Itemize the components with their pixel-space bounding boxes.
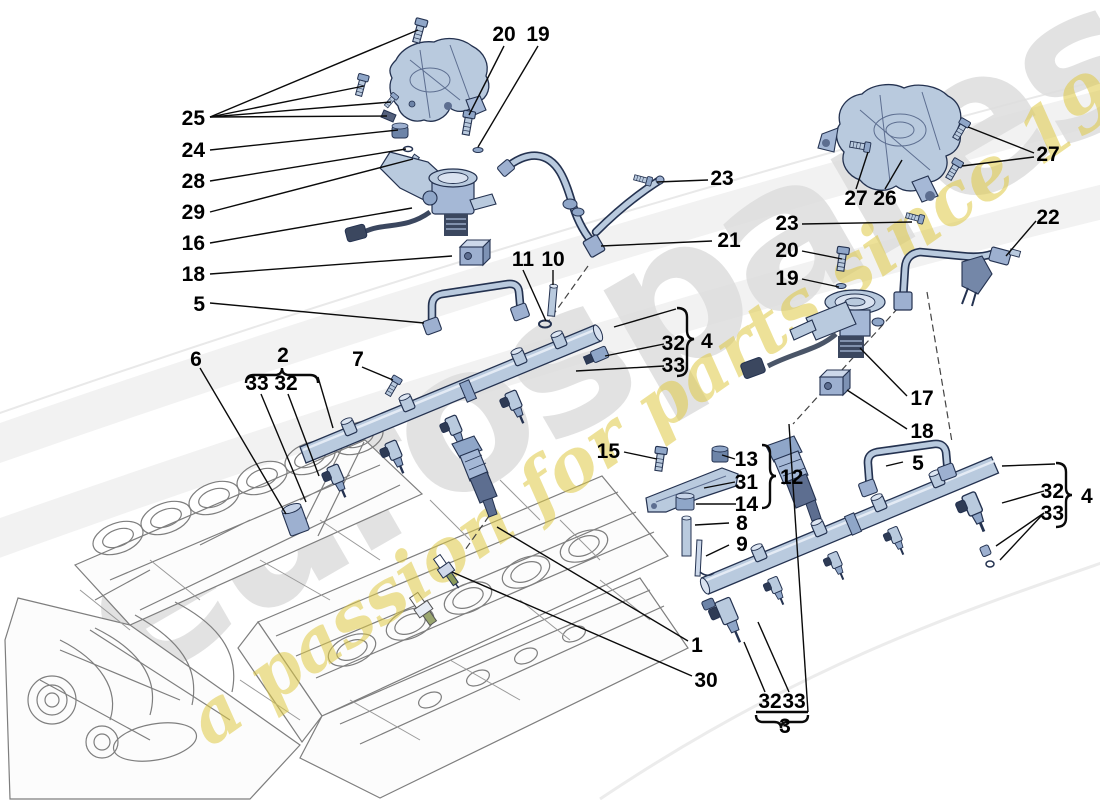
part-label-20-12: 20 xyxy=(492,23,515,46)
part-label-18-29: 18 xyxy=(910,420,934,443)
part-label-5-6: 5 xyxy=(193,293,205,316)
part-label-8-39: 8 xyxy=(736,512,748,535)
clip-25d-icon xyxy=(380,109,397,123)
installed-spark-plug xyxy=(408,591,438,627)
part-label-5-30: 5 xyxy=(912,452,924,475)
part-label-33-33: 33 xyxy=(1041,502,1064,525)
ignition-coil-left xyxy=(451,435,498,518)
washer-11 xyxy=(538,319,552,329)
part-label-9-40: 9 xyxy=(736,533,748,556)
part-label-6-7: 6 xyxy=(190,348,202,371)
part-label-12-38: 12 xyxy=(780,466,803,489)
part-label-16-4: 16 xyxy=(182,232,205,255)
injector-sleeve-6 xyxy=(281,502,310,537)
engine-block-illustration xyxy=(4,420,689,800)
part-label-18-5: 18 xyxy=(182,263,206,286)
part-label-32-25: 32 xyxy=(662,332,685,355)
part-label-15-34: 15 xyxy=(597,440,621,463)
part-label-30-42: 30 xyxy=(694,669,717,692)
part-label-3-45: 3 xyxy=(779,715,791,738)
leader-lines xyxy=(199,29,1056,713)
part-label-29-3: 29 xyxy=(182,201,205,224)
part-label-21-17: 21 xyxy=(717,229,741,252)
part-label-32-43: 32 xyxy=(758,690,781,713)
part-label-4-32: 4 xyxy=(1081,485,1093,508)
part-label-7-11: 7 xyxy=(352,348,364,371)
mount-cube-18-right-icon xyxy=(819,369,851,396)
part-label-11-14: 11 xyxy=(512,248,535,271)
part-label-17-28: 17 xyxy=(910,387,933,410)
part-label-25-0: 25 xyxy=(182,107,206,130)
left-heat-shield xyxy=(389,37,490,122)
part-label-27-19: 27 xyxy=(844,187,867,210)
part-label-1-41: 1 xyxy=(691,634,703,657)
right-heat-shield xyxy=(817,83,962,203)
part-label-4-26: 4 xyxy=(701,330,713,353)
part-label-19-23: 19 xyxy=(775,267,798,290)
part-label-23-21: 23 xyxy=(775,212,798,235)
part-label-2-8: 2 xyxy=(277,344,289,367)
spark-plug-30 xyxy=(432,553,460,589)
part-label-10-15: 10 xyxy=(541,248,564,271)
component-illustrations xyxy=(281,17,1022,643)
stud-10 xyxy=(547,283,559,317)
part-label-14-37: 14 xyxy=(735,493,759,516)
cap-nut-24 xyxy=(391,122,409,139)
part-label-33-44: 33 xyxy=(782,690,805,713)
left-fuel-rail xyxy=(299,279,610,504)
right-hp-pump xyxy=(740,289,886,379)
part-label-22-24: 22 xyxy=(1036,206,1059,229)
part-label-26-20: 26 xyxy=(873,187,896,210)
bolt-25a-icon xyxy=(409,17,429,45)
part-label-20-22: 20 xyxy=(775,239,798,262)
part-label-33-27: 33 xyxy=(662,354,685,377)
part-label-32-31: 32 xyxy=(1041,480,1064,503)
left-hp-pump xyxy=(344,151,497,243)
group-brackets xyxy=(244,306,1073,729)
part-label-27-18: 27 xyxy=(1036,143,1059,166)
part-label-33-9: 33 xyxy=(245,372,268,395)
part-label-28-2: 28 xyxy=(182,170,206,193)
part-label-32-10: 32 xyxy=(274,372,297,395)
part-label-31-36: 31 xyxy=(735,471,759,494)
part-label-23-16: 23 xyxy=(710,167,733,190)
part-label-24-1: 24 xyxy=(182,139,206,162)
pipe-22 xyxy=(893,246,1022,311)
bolt-25b-icon xyxy=(352,72,370,98)
washer-19-top xyxy=(472,147,484,153)
bolt-20-top-icon xyxy=(459,109,477,137)
left-pump-pipe-21 xyxy=(497,151,665,258)
fixing-cluster-12 xyxy=(645,445,739,577)
part-label-19-13: 19 xyxy=(526,23,549,46)
mount-cube-18-left-icon xyxy=(459,239,491,266)
right-fuel-rail xyxy=(699,439,1000,643)
part-label-13-35: 13 xyxy=(735,448,758,471)
